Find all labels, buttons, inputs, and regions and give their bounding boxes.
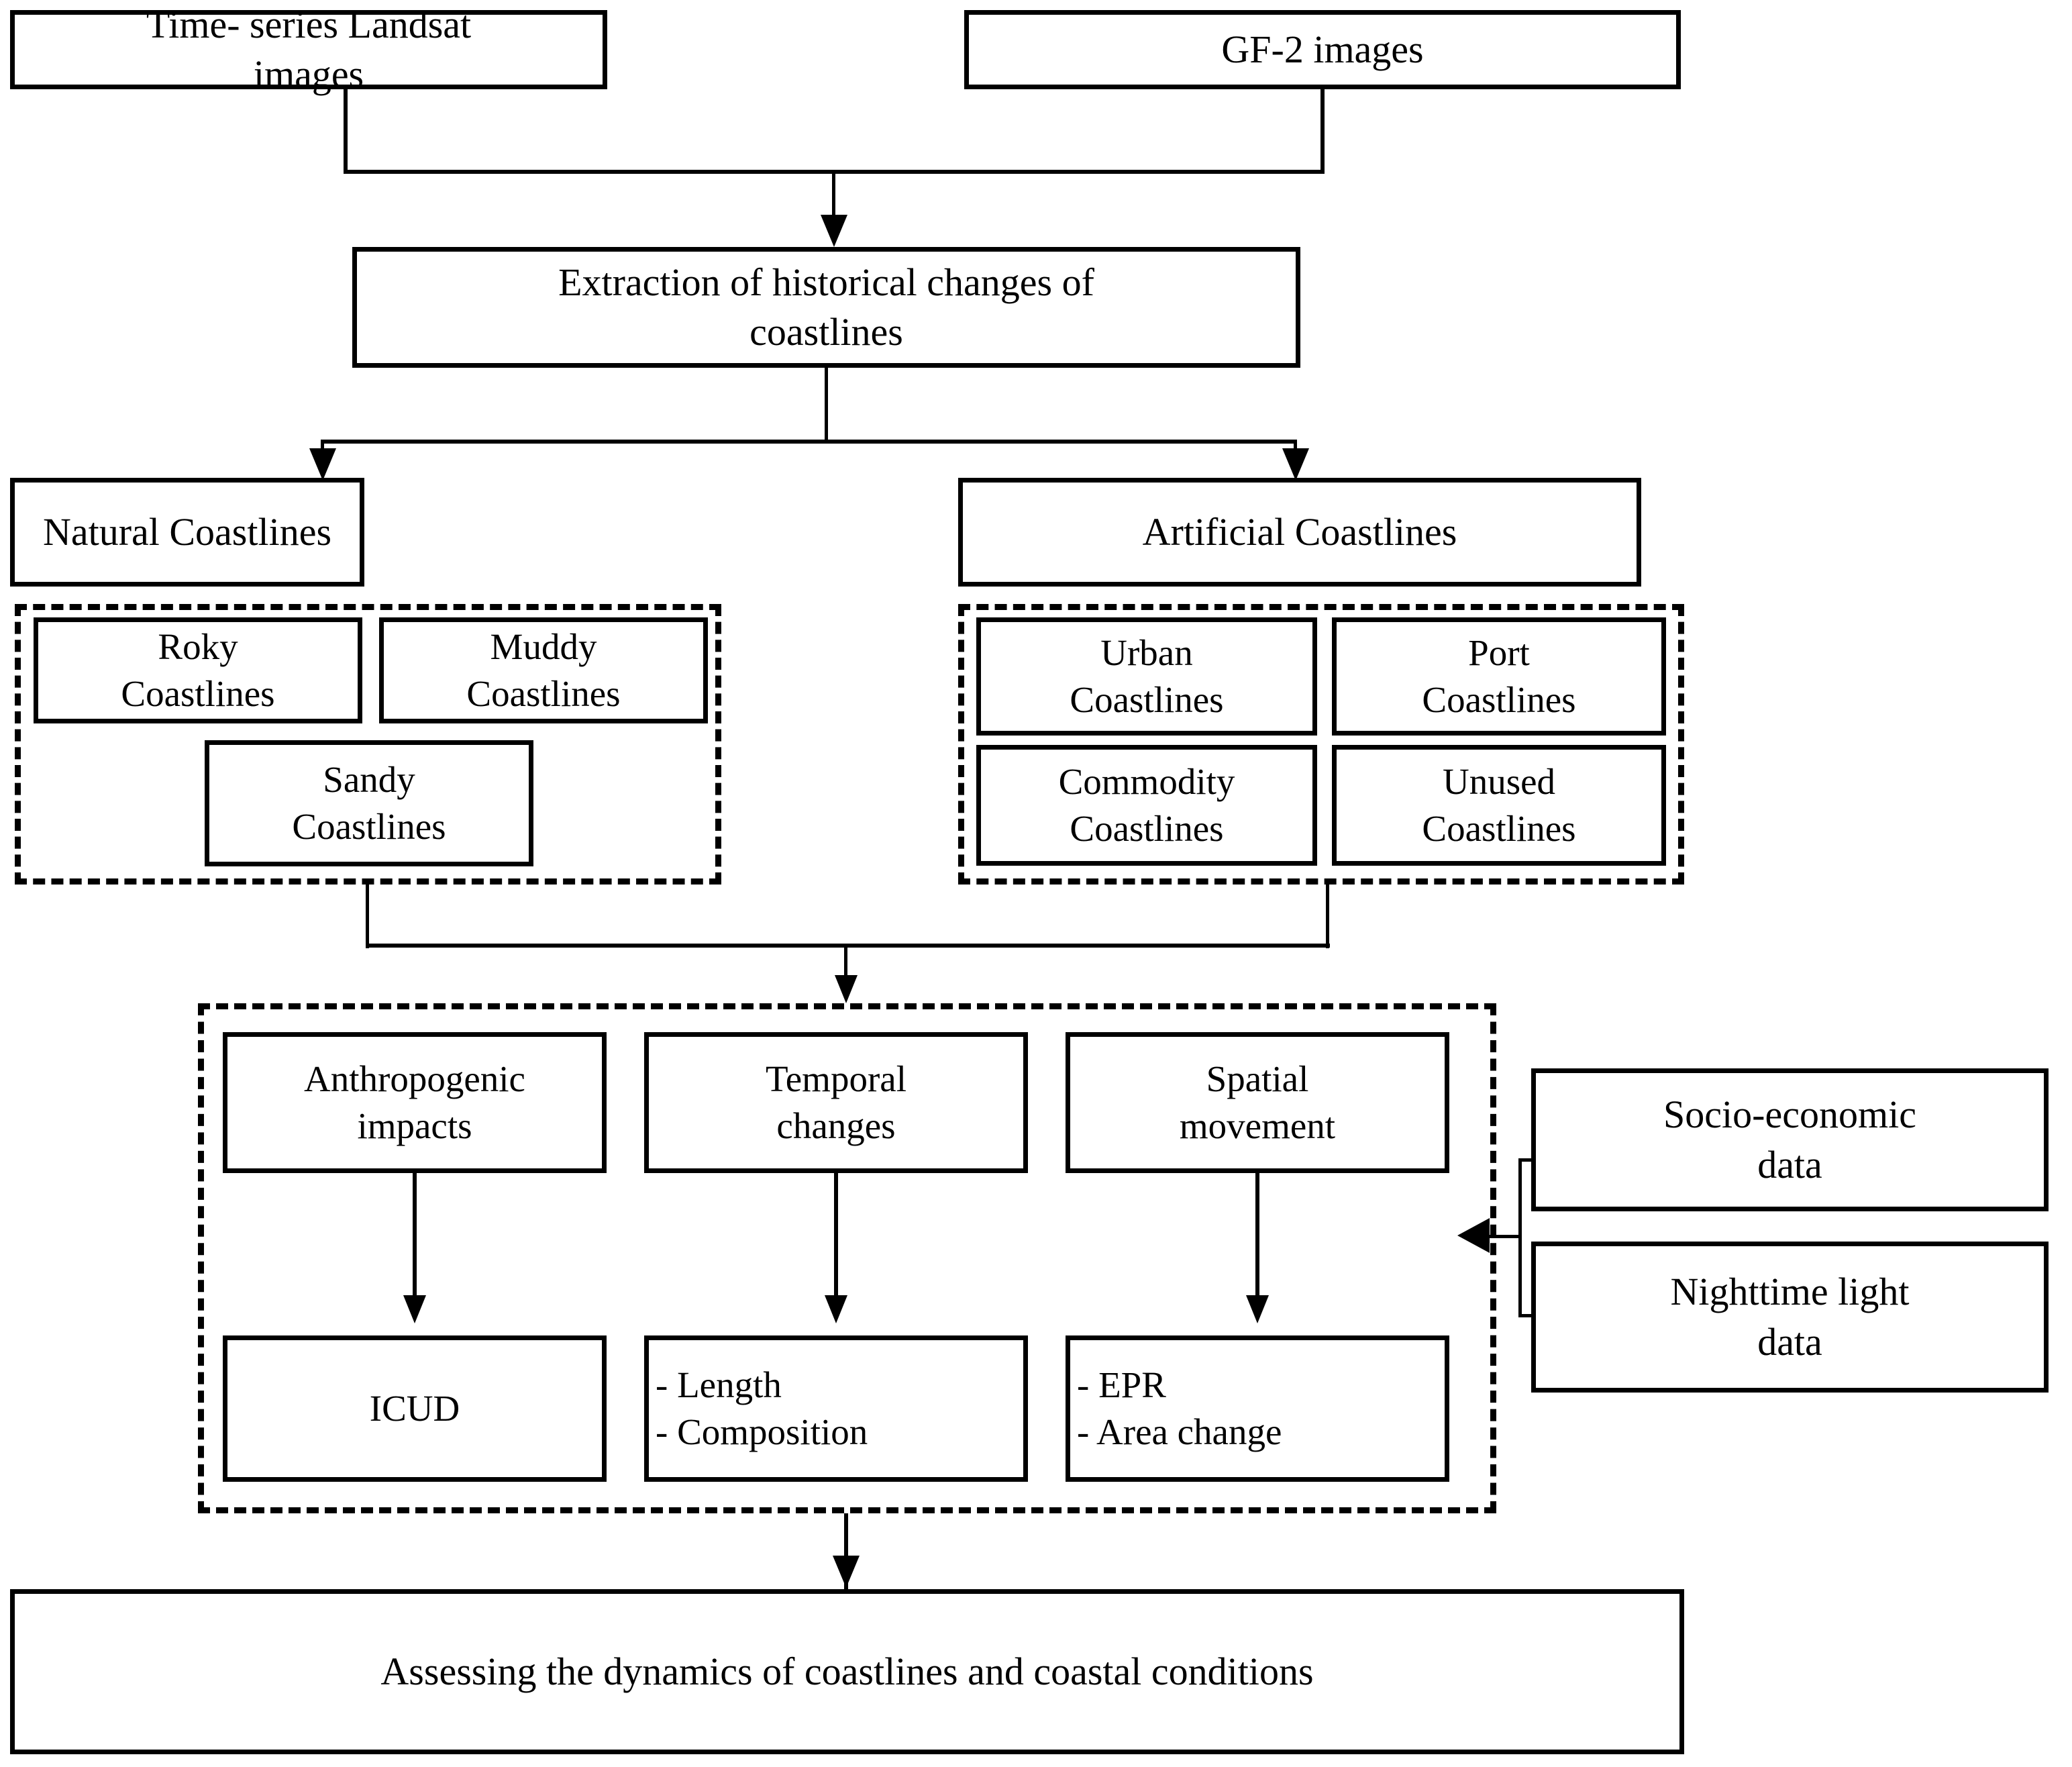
group-analysis [198, 1003, 1496, 1513]
node-outcome-label: Assessing the dynamics of coastlines and… [380, 1649, 1314, 1693]
node-muddy-coastlines-label: Muddy Coastlines [466, 625, 621, 714]
node-unused-coastlines[interactable]: Unused Coastlines [1332, 745, 1666, 866]
node-muddy-coastlines[interactable]: Muddy Coastlines [379, 617, 708, 723]
node-natural-coastlines-label: Natural Coastlines [42, 509, 332, 554]
node-natural-coastlines[interactable]: Natural Coastlines [10, 478, 364, 587]
connector-artificial-down [1326, 885, 1329, 948]
node-roky-coastlines-label: Roky Coastlines [121, 625, 275, 714]
arrowhead-to-icud [403, 1295, 426, 1323]
node-outcome[interactable]: Assessing the dynamics of coastlines and… [10, 1589, 1684, 1754]
node-nighttime-light-data-label: Nighttime light data [1670, 1270, 1910, 1364]
arrowhead-to-epr-area [1246, 1295, 1269, 1323]
node-socio-economic-data[interactable]: Socio-economic data [1531, 1068, 2049, 1211]
arrowhead-to-outcome [833, 1556, 860, 1588]
connector-temporal-down [834, 1173, 838, 1311]
node-urban-coastlines-label: Urban Coastlines [1070, 632, 1224, 720]
connector-gf2-down [1320, 89, 1325, 173]
node-nighttime-light-data[interactable]: Nighttime light data [1531, 1242, 2049, 1393]
arrowhead-to-extraction [821, 215, 847, 247]
node-extraction-label: Extraction of historical changes of coas… [558, 260, 1094, 354]
node-artificial-coastlines[interactable]: Artificial Coastlines [958, 478, 1641, 587]
arrowhead-to-analysis [835, 975, 858, 1003]
node-sandy-coastlines-label: Sandy Coastlines [292, 758, 446, 847]
node-roky-coastlines[interactable]: Roky Coastlines [34, 617, 362, 723]
node-landsat-images-label: Time- series Landsat images [146, 2, 472, 96]
node-icud-label: ICUD [369, 1387, 460, 1429]
node-socio-economic-data-label: Socio-economic data [1663, 1093, 1916, 1187]
connector-anthropogenic-down [413, 1173, 417, 1311]
node-commodity-coastlines-label: Commodity Coastlines [1058, 760, 1235, 849]
connector-aux-to-analysis [1487, 1235, 1522, 1238]
node-temporal-changes-label: Temporal changes [766, 1058, 907, 1146]
connector-extraction-down [825, 368, 828, 443]
arrowhead-to-natural [309, 448, 336, 481]
connector-spatial-down [1255, 1173, 1259, 1311]
connector-merge-to-extraction [832, 170, 835, 218]
node-temporal-changes[interactable]: Temporal changes [644, 1032, 1028, 1173]
node-port-coastlines[interactable]: Port Coastlines [1332, 617, 1666, 736]
node-artificial-coastlines-label: Artificial Coastlines [1142, 509, 1457, 554]
connector-merge-to-analysis [844, 944, 847, 980]
node-gf2-images-label: GF-2 images [1221, 27, 1424, 71]
node-epr-area-change[interactable]: - EPR - Area change [1066, 1335, 1449, 1482]
node-length-composition[interactable]: - Length - Composition [644, 1335, 1028, 1482]
connector-landsat-down [344, 89, 348, 173]
connector-subtypes-merge-bar [366, 944, 1330, 948]
arrowhead-to-artificial [1282, 448, 1309, 481]
node-anthropogenic-impacts[interactable]: Anthropogenic impacts [223, 1032, 607, 1173]
connector-natural-down [366, 885, 369, 948]
node-landsat-images[interactable]: Time- series Landsat images [10, 3, 607, 96]
arrowhead-to-analysis-group [1457, 1218, 1490, 1253]
node-sandy-coastlines[interactable]: Sandy Coastlines [205, 740, 533, 866]
connector-split-right-stub [1294, 440, 1297, 454]
node-spatial-movement[interactable]: Spatial movement [1066, 1032, 1449, 1173]
node-urban-coastlines[interactable]: Urban Coastlines [976, 617, 1317, 736]
node-unused-coastlines-label: Unused Coastlines [1422, 760, 1576, 849]
group-artificial-coastline-types [958, 604, 1684, 885]
node-gf2-images[interactable]: GF-2 images [964, 10, 1681, 89]
group-natural-coastline-types [15, 604, 721, 885]
node-commodity-coastlines[interactable]: Commodity Coastlines [976, 745, 1317, 866]
node-epr-area-change-label: - EPR - Area change [1077, 1364, 1282, 1452]
node-extraction[interactable]: Extraction of historical changes of coas… [352, 247, 1300, 368]
arrowhead-to-length-composition [825, 1295, 847, 1323]
node-icud[interactable]: ICUD [223, 1335, 607, 1482]
connector-socio-stub [1518, 1158, 1535, 1162]
connector-nighttime-stub [1518, 1314, 1535, 1317]
node-port-coastlines-label: Port Coastlines [1422, 632, 1576, 720]
node-length-composition-label: - Length - Composition [656, 1364, 868, 1452]
connector-category-split-bar [321, 440, 1297, 444]
connector-split-left-stub [321, 440, 324, 454]
node-anthropogenic-impacts-label: Anthropogenic impacts [304, 1058, 525, 1146]
node-spatial-movement-label: Spatial movement [1179, 1058, 1336, 1146]
